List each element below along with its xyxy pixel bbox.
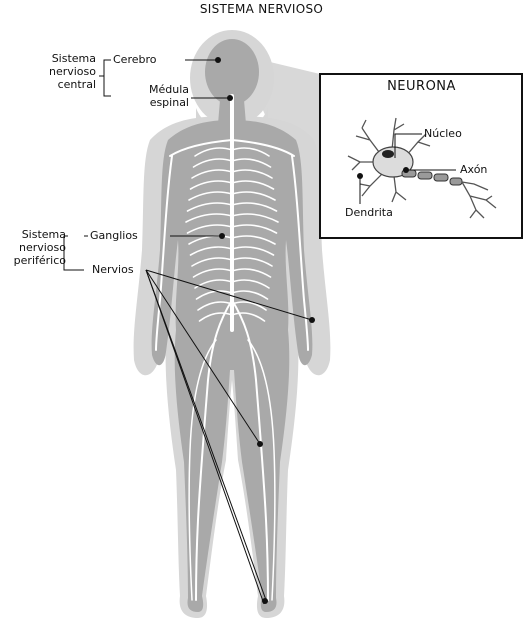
spinal-nerve-branch xyxy=(231,202,278,212)
spinal-nerve-branch xyxy=(231,290,269,300)
spinal-nerve-branch xyxy=(231,213,279,223)
spinal-nerve-branch xyxy=(197,301,233,311)
spinal-nerve-branch xyxy=(195,290,233,300)
spinal-nerve-branch xyxy=(189,180,233,190)
ganglia-label: Ganglios xyxy=(90,229,138,242)
spinal-nerve-branch xyxy=(231,257,273,267)
neuron-dendrites xyxy=(347,117,431,203)
spinal-nerve-branch xyxy=(231,169,273,179)
spinal-cord-label: Médula espinal xyxy=(148,83,189,109)
diagram-title: SISTEMA NERVIOSO xyxy=(199,2,324,16)
spinal-nerve-branch xyxy=(231,235,276,245)
spinal-nerve-branch xyxy=(189,246,233,256)
spinal-nerve-branch xyxy=(191,257,233,267)
nucleus-label: Núcleo xyxy=(424,127,462,140)
spinal-nerve-branch xyxy=(231,246,275,256)
spinal-nerve-branch xyxy=(231,147,270,157)
spinal-nerve-branch xyxy=(231,180,275,190)
spinal-nerve-branch xyxy=(231,158,272,168)
spinal-nerve-branch xyxy=(231,301,267,311)
spinal-nerve-branch xyxy=(186,224,233,234)
spinal-nerve-branch xyxy=(185,213,233,223)
spinal-nerve-branches xyxy=(185,147,279,322)
spinal-nerve-branch xyxy=(191,169,233,179)
spinal-nerve-branch xyxy=(231,312,266,322)
spinal-nerve-branch xyxy=(231,191,276,201)
spinal-nerve-branch xyxy=(192,268,233,278)
spinal-nerve-branch xyxy=(192,158,233,168)
spinal-nerve-branch xyxy=(194,147,233,157)
neuron-inset-title: NEURONA xyxy=(387,79,456,94)
spinal-nerve-branch xyxy=(231,224,278,234)
nerve-network xyxy=(155,94,309,601)
peripheral-nervous-system-label: Sistema nervioso periférico xyxy=(13,228,66,267)
leader-lines xyxy=(63,59,456,605)
spinal-nerve-branch xyxy=(231,268,272,278)
nerves-label: Nervios xyxy=(92,263,134,276)
brain-label: Cerebro xyxy=(113,53,157,66)
neuron-illustration xyxy=(347,117,497,219)
spinal-nerve-branch xyxy=(198,312,233,322)
neuron-inset-frame xyxy=(319,73,523,239)
spinal-nerve-branch xyxy=(186,202,233,212)
neuron-nucleus xyxy=(382,150,394,158)
spinal-nerve-branch xyxy=(231,279,270,289)
spinal-nerve-branch xyxy=(188,191,233,201)
axon-terminals xyxy=(461,181,497,219)
callout-dots xyxy=(215,57,409,604)
axon-label: Axón xyxy=(460,163,488,176)
dendrite-label: Dendrita xyxy=(345,206,393,219)
central-nervous-system-label: Sistema nervioso central xyxy=(48,52,96,91)
